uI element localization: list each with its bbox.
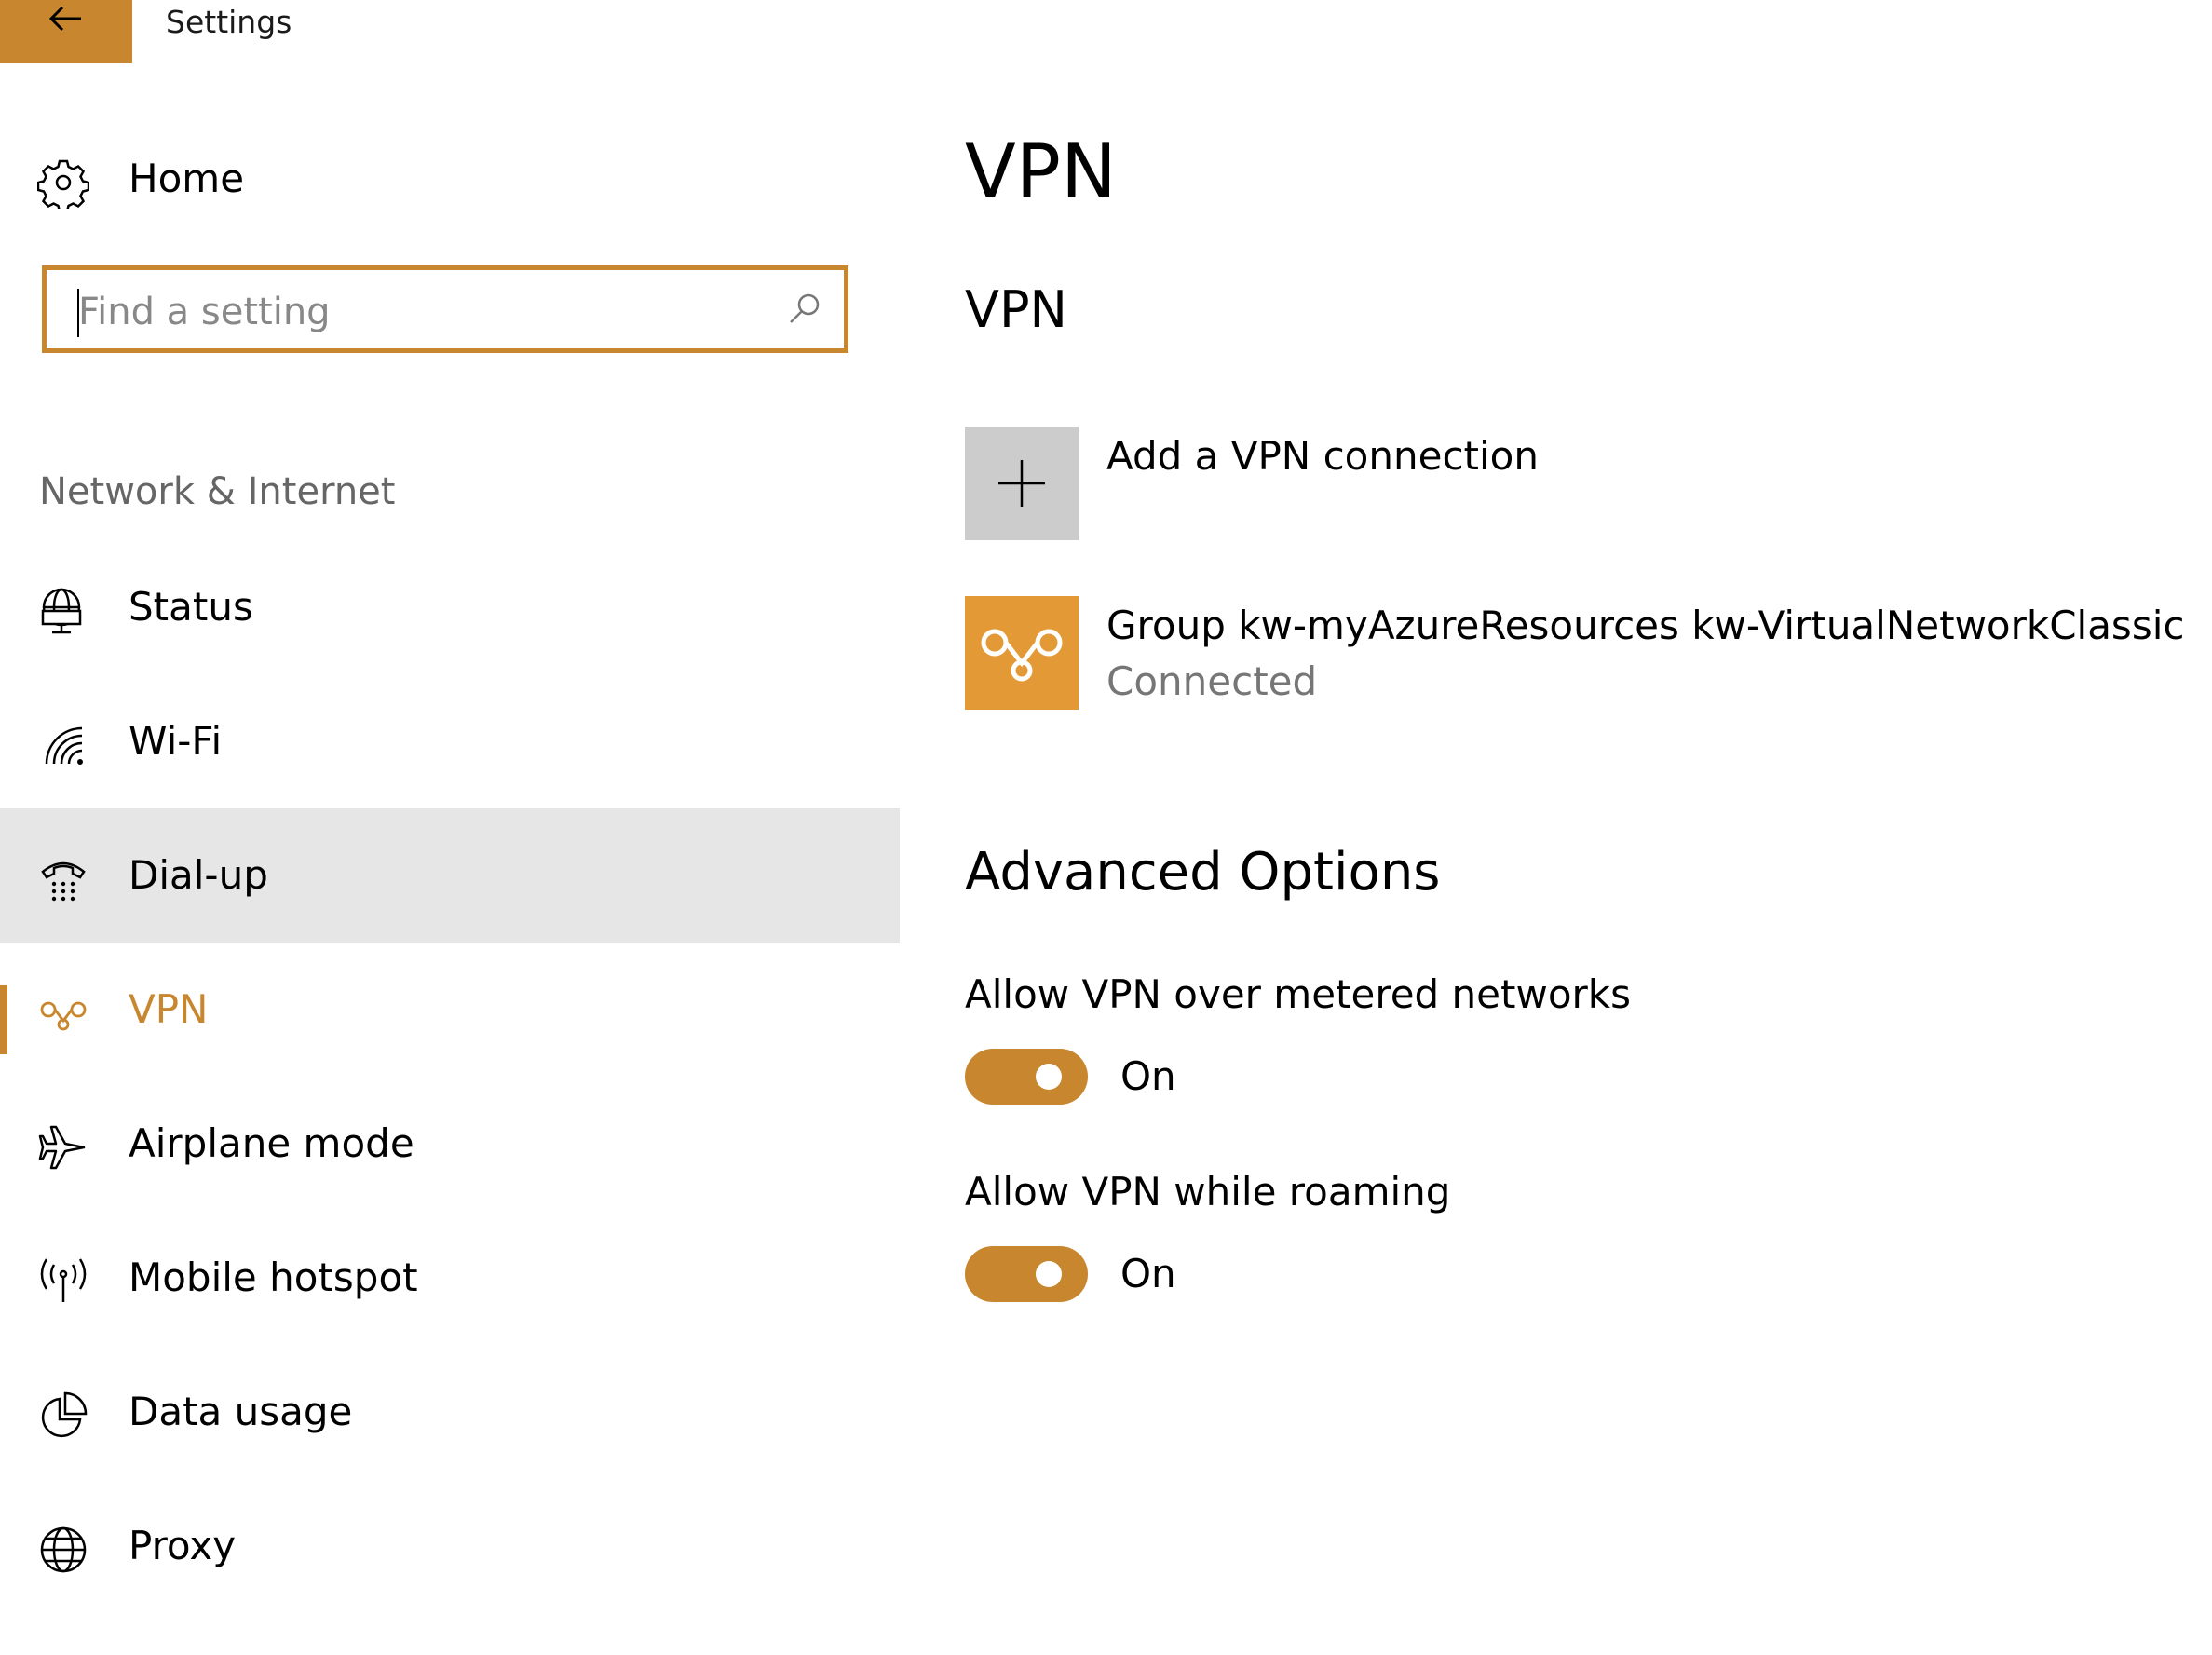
toggle-knob xyxy=(1036,1261,1062,1287)
sidebar-item-airplane-mode[interactable]: Airplane mode xyxy=(0,1077,900,1211)
vpn-connection-name[interactable]: Group kw-myAzureResources kw-VirtualNetw… xyxy=(1106,603,2185,648)
active-indicator xyxy=(0,985,7,1054)
text-caret xyxy=(77,289,79,337)
vpn-connection-item[interactable] xyxy=(965,596,1079,710)
globe-icon xyxy=(40,1526,87,1573)
sidebar-item-wifi[interactable]: Wi-Fi xyxy=(0,674,900,808)
sidebar-item-proxy[interactable]: Proxy xyxy=(0,1479,900,1613)
add-vpn-connection-label[interactable]: Add a VPN connection xyxy=(1106,433,1539,479)
dialup-phone-icon xyxy=(41,861,86,902)
back-button[interactable] xyxy=(0,0,132,63)
add-vpn-connection-button[interactable] xyxy=(965,427,1079,540)
vpn-connection-status: Connected xyxy=(1106,658,1318,704)
plus-icon xyxy=(998,460,1045,507)
hotspot-icon xyxy=(40,1258,87,1302)
metered-networks-toggle-state: On xyxy=(1120,1053,1176,1099)
toggle-knob xyxy=(1036,1064,1062,1090)
roaming-toggle[interactable] xyxy=(965,1246,1088,1302)
sidebar-item-label: Dial-up xyxy=(129,852,268,898)
vpn-section-heading: VPN xyxy=(965,280,1067,339)
vpn-icon xyxy=(40,1001,87,1031)
globe-monitor-icon xyxy=(41,588,82,634)
section-heading: Network & Internet xyxy=(39,470,396,513)
sidebar-item-label: Status xyxy=(129,584,253,630)
sidebar-item-label: Data usage xyxy=(129,1389,353,1434)
gear-icon xyxy=(37,159,89,209)
vpn-icon xyxy=(981,629,1063,682)
airplane-icon xyxy=(38,1125,86,1170)
search-icon[interactable] xyxy=(786,291,823,328)
sidebar-item-label: Airplane mode xyxy=(129,1120,414,1166)
sidebar-item-status[interactable]: Status xyxy=(0,540,900,674)
sidebar-item-label: Wi-Fi xyxy=(129,718,223,764)
sidebar-item-mobile-hotspot[interactable]: Mobile hotspot xyxy=(0,1211,900,1345)
metered-networks-toggle[interactable] xyxy=(965,1049,1088,1105)
pie-chart-icon xyxy=(41,1391,88,1438)
sidebar-item-label: Home xyxy=(129,156,245,201)
roaming-toggle-state: On xyxy=(1120,1251,1176,1296)
sidebar-item-label: Proxy xyxy=(129,1523,237,1568)
app-title: Settings xyxy=(166,4,292,40)
back-arrow-icon xyxy=(48,6,81,32)
sidebar-item-vpn[interactable]: VPN xyxy=(0,943,900,1077)
page-title: VPN xyxy=(965,129,1117,215)
sidebar-item-label: Mobile hotspot xyxy=(129,1255,418,1300)
sidebar-item-home[interactable]: Home xyxy=(0,112,900,246)
advanced-options-heading: Advanced Options xyxy=(965,842,1441,902)
metered-networks-label: Allow VPN over metered networks xyxy=(965,971,1632,1017)
roaming-label: Allow VPN while roaming xyxy=(965,1169,1451,1214)
wifi-icon xyxy=(45,726,83,765)
sidebar-item-data-usage[interactable]: Data usage xyxy=(0,1345,900,1479)
search-input[interactable] xyxy=(76,283,788,341)
search-box[interactable] xyxy=(42,265,848,353)
sidebar-item-label: VPN xyxy=(129,986,209,1032)
sidebar-item-dialup[interactable]: Dial-up xyxy=(0,808,900,943)
